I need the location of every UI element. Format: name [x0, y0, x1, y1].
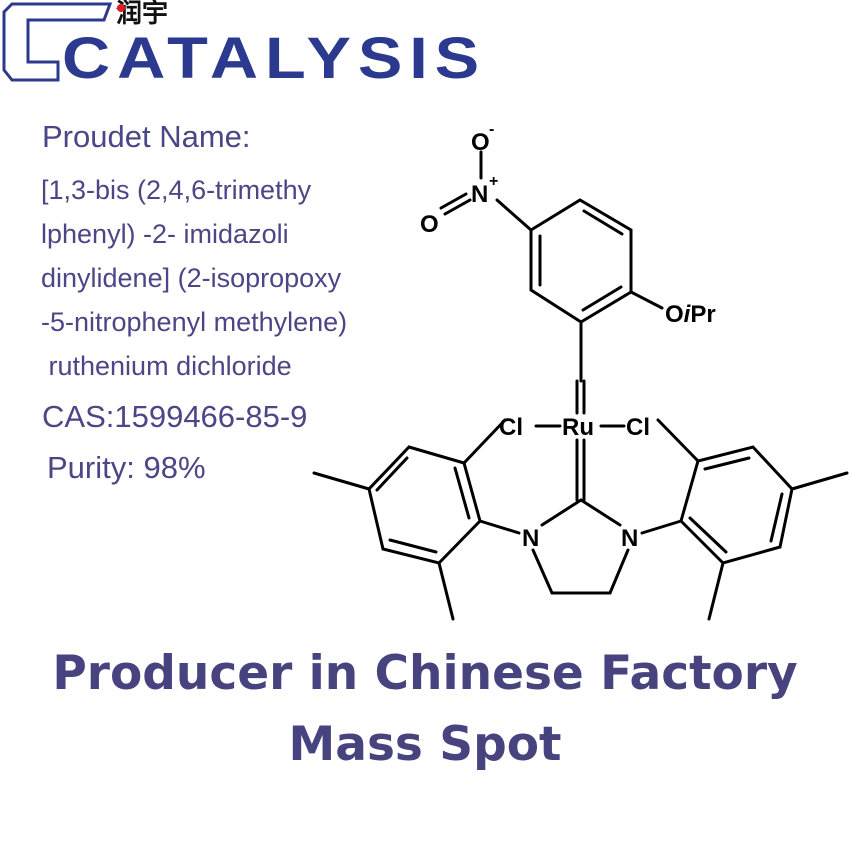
- atom-n-left: N: [522, 525, 539, 552]
- product-name-line: dinylidene] (2-isopropoxy: [41, 263, 342, 293]
- purity: Purity: 98%: [47, 450, 206, 485]
- atom-cl-right: Cl: [626, 414, 650, 441]
- product-name-line: [1,3-bis (2,4,6-trimethy: [41, 175, 312, 205]
- product-name-line: -5-nitrophenyl methylene): [41, 307, 348, 337]
- atom-cl-left: Cl: [499, 414, 523, 441]
- chemical-structure: O - N + O OiPr Ru Cl Cl N N: [312, 121, 849, 621]
- atom-ru: Ru: [562, 414, 594, 441]
- atom-n-plus: N: [471, 181, 488, 208]
- logo-chinese: 润宇: [116, 0, 169, 29]
- product-name: [1,3-bis (2,4,6-trimethy lphenyl) -2- im…: [41, 168, 347, 388]
- footer-mass-spot: Mass Spot: [288, 717, 562, 772]
- logo-red-dot: [117, 4, 125, 12]
- atom-n-right: N: [621, 525, 638, 552]
- charge-minus: -: [489, 121, 494, 138]
- atom-o-minus: O: [471, 129, 490, 156]
- cas-number: CAS:1599466-85-9: [42, 399, 308, 434]
- atom-o-double: O: [420, 211, 439, 238]
- product-name-line: ruthenium dichloride: [41, 351, 292, 381]
- product-name-line: lphenyl) -2- imidazoli: [41, 219, 289, 249]
- group-oipr: OiPr: [665, 301, 716, 328]
- logo-brand: CATALYSIS: [62, 26, 487, 91]
- logo-c-outline: [2, 2, 113, 82]
- product-name-label: Proudet Name:: [42, 119, 251, 154]
- charge-plus: +: [489, 173, 498, 190]
- footer-producer: Producer in Chinese Factory: [52, 646, 798, 701]
